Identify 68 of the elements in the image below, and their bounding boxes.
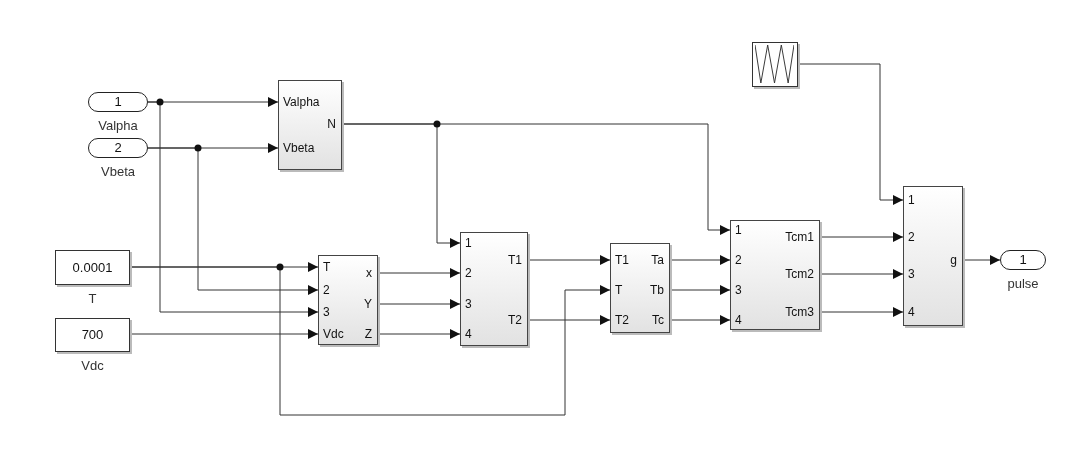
port-label: T2 xyxy=(508,313,522,327)
port-terminal: 2 xyxy=(88,138,148,158)
signal-line xyxy=(527,315,611,325)
subsystem-block xyxy=(730,220,820,330)
signal-line xyxy=(147,101,319,317)
constant-block: 0.0001 xyxy=(55,250,130,285)
port-label: Tb xyxy=(650,283,664,297)
port-label: Tcm3 xyxy=(785,305,814,319)
signal-line xyxy=(669,315,731,325)
port-terminal: 1 xyxy=(1000,250,1046,270)
port-label: T1 xyxy=(508,253,522,267)
signal-line xyxy=(377,268,461,278)
port-label: 2 xyxy=(735,253,742,267)
port-label: T xyxy=(615,283,623,297)
subsystem-block xyxy=(460,232,528,346)
port-label: 3 xyxy=(465,297,472,311)
port-label: Vbeta xyxy=(283,141,315,155)
port-label: T xyxy=(323,260,331,274)
port-label: Tcm2 xyxy=(785,267,814,281)
port-label: Tc xyxy=(652,313,664,327)
port-label: 2 xyxy=(908,230,915,244)
port-label: g xyxy=(950,253,957,267)
block-name: T xyxy=(88,290,97,308)
subsystem-block xyxy=(278,80,342,170)
signal-line xyxy=(147,147,319,295)
port-label: 3 xyxy=(735,283,742,297)
port-label: 1 xyxy=(735,223,742,237)
port-label: Valpha xyxy=(283,95,320,109)
signal-line xyxy=(377,299,461,309)
signal-line xyxy=(819,307,904,317)
signal-line xyxy=(129,329,319,339)
signal-line xyxy=(129,266,611,416)
port-label: T2 xyxy=(615,313,629,327)
port-label: Y xyxy=(364,297,372,311)
block-name: Vdc xyxy=(81,357,104,375)
port-label: 4 xyxy=(735,313,742,327)
port-terminal: 1 xyxy=(88,92,148,112)
signal-line xyxy=(669,255,731,265)
port-label: N xyxy=(327,117,336,131)
port-label: 1 xyxy=(908,193,915,207)
signal-line xyxy=(797,63,904,205)
port-label: Ta xyxy=(651,253,664,267)
port-label: x xyxy=(366,266,372,280)
signal-line xyxy=(341,123,461,248)
block-name: Valpha xyxy=(98,117,138,135)
block-name: pulse xyxy=(1007,275,1039,293)
subsystem-block xyxy=(318,255,378,345)
port-label: 3 xyxy=(908,267,915,281)
signal-line xyxy=(377,329,461,339)
constant-block: 700 xyxy=(55,318,130,352)
signal-line xyxy=(962,255,1001,265)
port-label: 1 xyxy=(465,236,472,250)
port-label: 4 xyxy=(465,327,472,341)
signal-line xyxy=(527,255,611,265)
port-label: 4 xyxy=(908,305,915,319)
block-name: Vbeta xyxy=(101,163,135,181)
port-label: Tcm1 xyxy=(785,230,814,244)
port-label: 2 xyxy=(465,266,472,280)
port-label: 2 xyxy=(323,283,330,297)
port-label: Z xyxy=(364,327,372,341)
signal-line xyxy=(669,285,731,295)
subsystem-block xyxy=(610,243,670,333)
subsystem-block xyxy=(903,186,963,326)
signal-line xyxy=(819,269,904,279)
port-label: T1 xyxy=(615,253,629,267)
port-label: Vdc xyxy=(323,327,344,341)
port-label: 3 xyxy=(323,305,330,319)
signal-line xyxy=(819,232,904,242)
